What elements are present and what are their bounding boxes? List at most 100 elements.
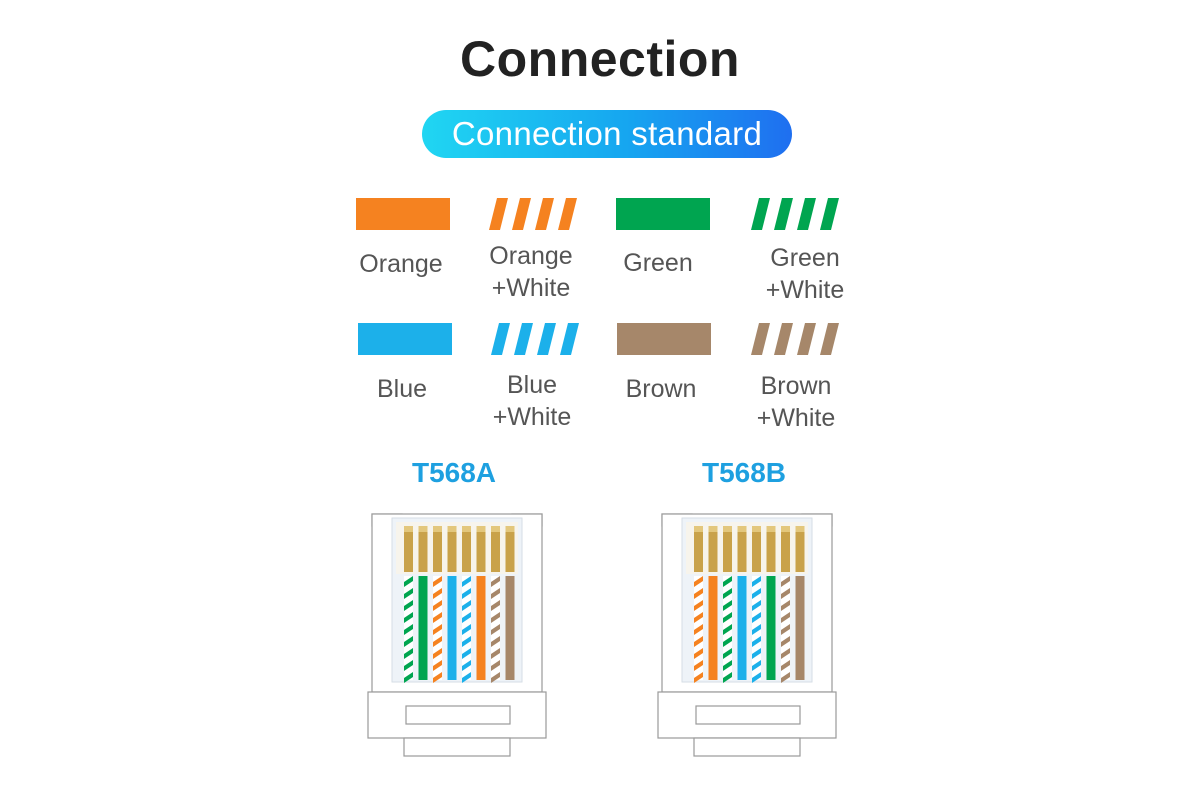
label-line: +White: [765, 276, 845, 304]
swatch-stripe: [774, 323, 793, 355]
swatch-stripe: [558, 198, 577, 230]
wire: [766, 576, 776, 680]
label-line: Green: [623, 249, 693, 277]
wire-stripe: [723, 636, 732, 647]
wire-stripe: [404, 672, 413, 683]
wire-stripe: [752, 600, 761, 611]
swatch-green-white: [751, 198, 839, 230]
gold-pin-tip: [491, 526, 500, 532]
wire-stripe: [752, 576, 761, 587]
swatch-stripe: [537, 323, 556, 355]
wire-stripe: [491, 648, 500, 659]
wire-stripe: [491, 660, 500, 671]
wire-stripe: [491, 624, 500, 635]
wire-stripe: [781, 624, 790, 635]
gold-pin: [795, 526, 805, 572]
swatch-blue: [358, 323, 452, 355]
gold-pin: [708, 526, 718, 572]
gold-pin: [404, 526, 413, 572]
gold-pin-tip: [404, 526, 413, 532]
gold-pin-tip: [505, 526, 515, 532]
swatch-stripe: [820, 323, 839, 355]
wire: [505, 576, 515, 680]
gold-pin-tip: [708, 526, 718, 532]
wire-stripe: [404, 588, 413, 599]
wire-stripe: [694, 624, 703, 635]
gold-pin: [462, 526, 471, 572]
gold-pin-tip: [476, 526, 486, 532]
wire-stripe: [433, 576, 442, 587]
swatch-stripe: [535, 198, 554, 230]
wire-stripe: [462, 588, 471, 599]
wire-stripe: [404, 612, 413, 623]
connector-cable-exit: [693, 737, 801, 757]
swatch-stripe: [797, 198, 816, 230]
wire-stripe: [433, 612, 442, 623]
swatch-stripe: [560, 323, 579, 355]
wire-stripe: [404, 624, 413, 635]
gold-pin: [766, 526, 776, 572]
wire-stripe: [752, 612, 761, 623]
wire-stripe: [723, 624, 732, 635]
swatch-stripe: [774, 198, 793, 230]
connector-latch-slot: [405, 705, 511, 725]
legend-label-blue: Blue: [332, 373, 472, 405]
gold-pin: [505, 526, 515, 572]
wire-stripe: [433, 672, 442, 683]
gold-pin: [447, 526, 457, 572]
wire-stripe: [752, 672, 761, 683]
legend-label-blue-white: Blue +White: [462, 369, 602, 433]
wire-stripe: [491, 612, 500, 623]
wire-stripe: [462, 660, 471, 671]
wire-stripe: [462, 648, 471, 659]
wire-stripe: [694, 672, 703, 683]
swatch-stripe: [820, 198, 839, 230]
wire-stripe: [723, 600, 732, 611]
wire-stripe: [491, 588, 500, 599]
label-line: Orange: [489, 242, 573, 270]
standard-title-t568a: T568A: [411, 457, 497, 488]
wire-stripe: [404, 660, 413, 671]
wire-stripe: [404, 636, 413, 647]
label-line: Green: [770, 244, 840, 272]
gold-pin-tip: [462, 526, 471, 532]
wire: [737, 576, 747, 680]
wire-stripe: [723, 588, 732, 599]
wire-stripe: [433, 588, 442, 599]
wire-stripe: [781, 660, 790, 671]
wire-stripe: [404, 576, 413, 587]
gold-pin: [418, 526, 428, 572]
label-line: +White: [491, 274, 571, 302]
wire-stripe: [462, 600, 471, 611]
swatch-green: [616, 198, 710, 230]
swatch-orange-white: [489, 198, 577, 230]
wire-stripe: [781, 636, 790, 647]
legend-label-brown: Brown: [591, 373, 731, 405]
gold-pin: [752, 526, 761, 572]
swatch-stripe: [514, 323, 533, 355]
wire-stripe: [781, 648, 790, 659]
gold-pin-tip: [737, 526, 747, 532]
standard-title-t568b: T568B: [701, 457, 787, 488]
wire-stripe: [462, 612, 471, 623]
wire-stripe: [694, 600, 703, 611]
wire-stripe: [491, 576, 500, 587]
section-badge: Connection standard: [422, 110, 792, 158]
gold-pin-tip: [723, 526, 732, 532]
wire-stripe: [752, 636, 761, 647]
gold-pin: [737, 526, 747, 572]
wire-stripe: [723, 672, 732, 683]
gold-pin: [694, 526, 703, 572]
gold-pin: [433, 526, 442, 572]
label-line: Blue: [506, 371, 558, 399]
wire-stripe: [433, 660, 442, 671]
wire-stripe: [433, 636, 442, 647]
wire-stripe: [752, 648, 761, 659]
swatch-fill: [616, 198, 710, 230]
connector-latch-slot: [695, 705, 801, 725]
wire: [795, 576, 805, 680]
legend-label-brown-white: Brown +White: [726, 370, 866, 434]
gold-pin-tip: [752, 526, 761, 532]
wire-stripe: [694, 588, 703, 599]
wire-stripe: [694, 612, 703, 623]
